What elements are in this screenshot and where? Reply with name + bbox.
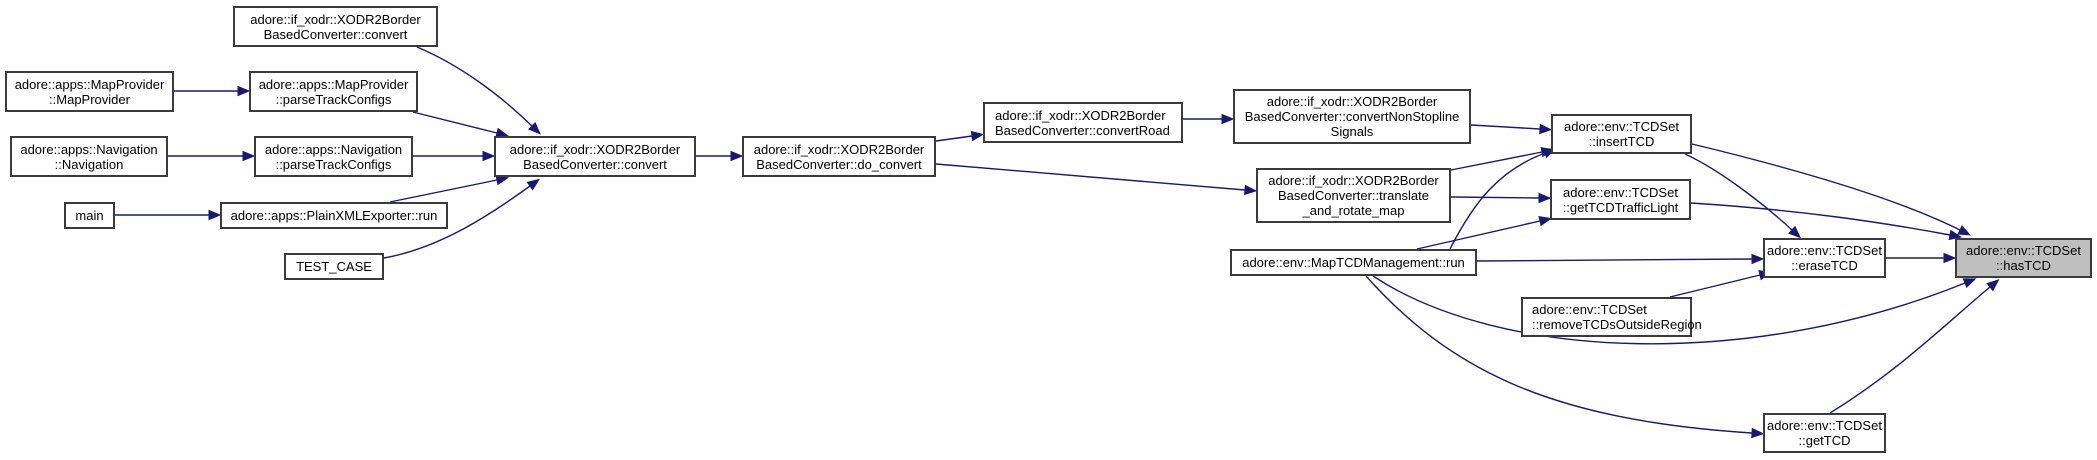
edge-plainxml_run-to-convert xyxy=(389,179,498,203)
node-main[interactable]: main xyxy=(64,202,115,229)
node-navigation-parsetrackconfigs[interactable]: adore::apps::Navigation ::parseTrackConf… xyxy=(254,136,413,177)
edge-translate_rotate-to-insert_tcd xyxy=(1450,151,1543,171)
edge-convert_nonstopline-to-insert_tcd xyxy=(1470,124,1541,130)
arrowhead-icon xyxy=(242,150,256,162)
arrowhead-icon xyxy=(237,85,251,97)
node-test-case[interactable]: TEST_CASE xyxy=(284,253,384,280)
edge-get_traffic_light-to-has_tcd xyxy=(1690,202,1951,236)
edge-convert_top-to-convert xyxy=(416,46,533,127)
edge-maptcd_run-to-insert_tcd xyxy=(1449,152,1546,250)
edge-maptcd_run-to-erase_tcd xyxy=(1476,258,1753,262)
node-navigation-constructor[interactable]: adore::apps::Navigation ::Navigation xyxy=(10,136,168,177)
edge-do_convert-to-translate_rotate xyxy=(935,163,1246,191)
node-xodr-convertroad[interactable]: adore::if_xodr::XODR2Border BasedConvert… xyxy=(983,102,1183,143)
arrowhead-icon xyxy=(1788,225,1802,239)
node-mapprovider-constructor[interactable]: adore::apps::MapProvider ::MapProvider xyxy=(5,71,174,112)
edge-mapprovider_parse-to-convert xyxy=(412,111,498,134)
edge-maptcd_run-to-get_traffic_light xyxy=(1416,220,1541,250)
node-tcdset-hastcd-current: adore::env::TCDSet ::hasTCD xyxy=(1955,238,2092,278)
edge-insert_tcd-to-has_tcd xyxy=(1691,143,1961,231)
arrowhead-icon xyxy=(482,150,496,162)
arrowhead-icon xyxy=(1943,252,1957,264)
arrowhead-icon xyxy=(1986,279,2000,292)
arrowhead-icon xyxy=(1221,113,1235,125)
node-xodr-convertnonstoplinesignals[interactable]: adore::if_xodr::XODR2Border BasedConvert… xyxy=(1233,89,1471,144)
arrowhead-icon xyxy=(526,178,540,191)
node-tcdset-gettcdtrafficlight[interactable]: adore::env::TCDSet ::getTCDTrafficLight xyxy=(1550,179,1691,220)
node-plainxmlexporter-run[interactable]: adore::apps::PlainXMLExporter::run xyxy=(220,202,448,229)
edge-get_tcd-to-has_tcd xyxy=(1829,286,1991,414)
node-tcdset-removetcdsoutsideregion[interactable]: adore::env::TCDSet ::removeTCDsOutsideRe… xyxy=(1521,297,1702,337)
edge-do_convert-to-convert_road xyxy=(935,135,973,142)
edge-maptcd_run-to-has_tcd xyxy=(1372,275,1966,345)
node-mapprovider-parsetrackconfigs[interactable]: adore::apps::MapProvider ::parseTrackCon… xyxy=(249,71,418,112)
arrowhead-icon xyxy=(1538,215,1553,227)
edge-maptcd_run-to-get_tcd xyxy=(1365,275,1753,434)
arrowhead-icon xyxy=(1539,123,1553,135)
edge-remove_outside-to-erase_tcd xyxy=(1669,274,1761,298)
node-tcdset-gettcd[interactable]: adore::env::TCDSet ::getTCD xyxy=(1763,413,1886,453)
arrowhead-icon xyxy=(1962,278,1977,289)
arrowhead-icon xyxy=(730,150,744,162)
arrowhead-icon xyxy=(1751,427,1765,439)
node-tcdset-erasetcd[interactable]: adore::env::TCDSet ::eraseTCD xyxy=(1763,238,1886,278)
node-maptcdmanagement-run[interactable]: adore::env::MapTCDManagement::run xyxy=(1230,249,1477,276)
node-tcdset-inserttcd[interactable]: adore::env::TCDSet ::insertTCD xyxy=(1551,114,1692,154)
edge-insert_tcd-to-erase_tcd xyxy=(1684,153,1793,231)
arrowhead-icon xyxy=(970,130,985,142)
arrowhead-icon xyxy=(1751,253,1765,265)
node-xodr-convert-top[interactable]: adore::if_xodr::XODR2Border BasedConvert… xyxy=(233,6,438,47)
edge-translate_rotate-to-get_traffic_light xyxy=(1450,196,1540,199)
node-xodr-do-convert[interactable]: adore::if_xodr::XODR2Border BasedConvert… xyxy=(742,136,936,177)
arrowhead-icon xyxy=(208,209,222,221)
arrowhead-icon xyxy=(1538,192,1552,204)
node-xodr-convert[interactable]: adore::if_xodr::XODR2Border BasedConvert… xyxy=(494,136,696,177)
arrowhead-icon xyxy=(1957,225,1972,236)
arrowhead-icon xyxy=(1244,184,1258,196)
arrowhead-icon xyxy=(527,121,541,135)
node-xodr-translate-and-rotate-map[interactable]: adore::if_xodr::XODR2Border BasedConvert… xyxy=(1256,168,1451,223)
edge-test_case-to-convert xyxy=(383,185,531,259)
